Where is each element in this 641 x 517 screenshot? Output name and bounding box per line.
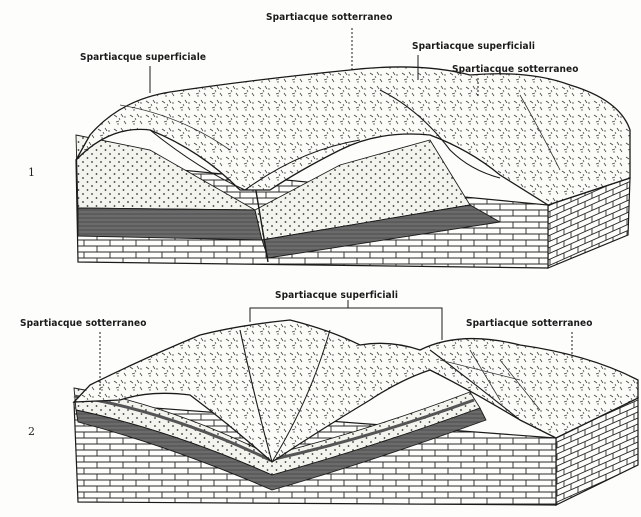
label-surface-divides-top: Spartiacque superficiali	[275, 290, 398, 301]
label-underground-divide-right-2: Spartiacque sotterraneo	[466, 318, 592, 329]
block-1-clay-layer-left	[78, 208, 262, 240]
block-2-number: 2	[28, 425, 35, 438]
label-surface-divides-right: Spartiacque superficiali	[412, 41, 535, 52]
block-1-number: 1	[28, 166, 35, 179]
label-underground-divide-right: Spartiacque sotterraneo	[452, 64, 578, 75]
label-surface-divide-left: Spartiacque superficiale	[80, 52, 206, 63]
block-2	[74, 300, 638, 505]
label-underground-divide-top: Spartiacque sotterraneo	[266, 12, 392, 23]
label-underground-divide-left: Spartiacque sotterraneo	[20, 318, 146, 329]
